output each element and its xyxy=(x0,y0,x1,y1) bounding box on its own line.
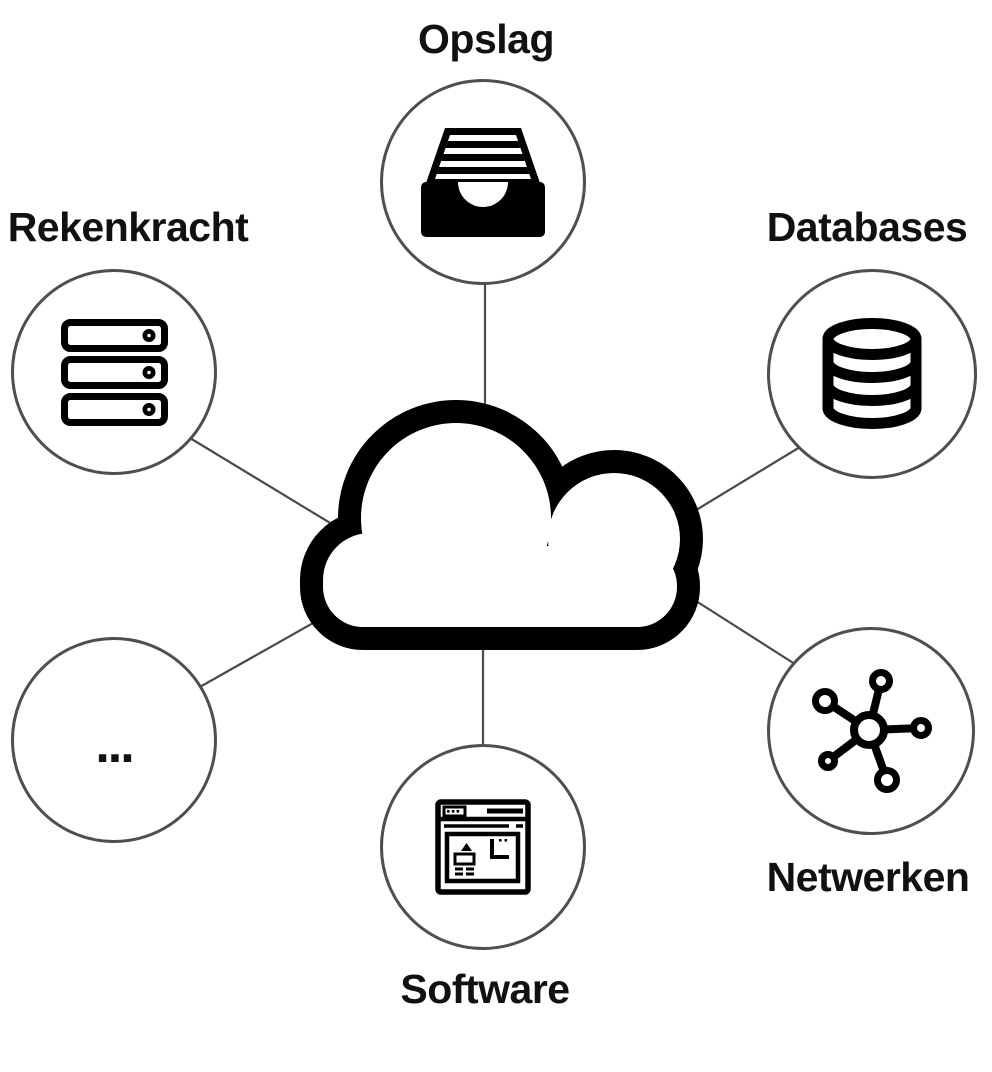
node-circle-opslag xyxy=(380,79,586,285)
node-circle-meer: ... xyxy=(11,637,217,843)
label-databases: Databases xyxy=(766,204,968,250)
browser-window-icon xyxy=(435,799,531,895)
database-icon xyxy=(822,318,922,429)
server-stack-icon xyxy=(60,318,168,426)
cloud-icon xyxy=(300,400,703,650)
label-netwerken: Netwerken xyxy=(766,854,970,900)
node-circle-databases xyxy=(767,269,977,479)
node-circle-netwerken xyxy=(767,627,975,835)
archive-box-icon xyxy=(421,127,545,237)
node-circle-software xyxy=(380,744,586,950)
ellipsis-dots: ... xyxy=(95,716,134,774)
label-opslag: Opslag xyxy=(418,16,554,62)
label-software: Software xyxy=(400,966,570,1012)
node-circle-rekenkracht xyxy=(11,269,217,475)
network-hub-icon xyxy=(812,668,932,793)
label-rekenkracht: Rekenkracht xyxy=(7,204,249,250)
connector-rekenkracht xyxy=(179,431,351,536)
